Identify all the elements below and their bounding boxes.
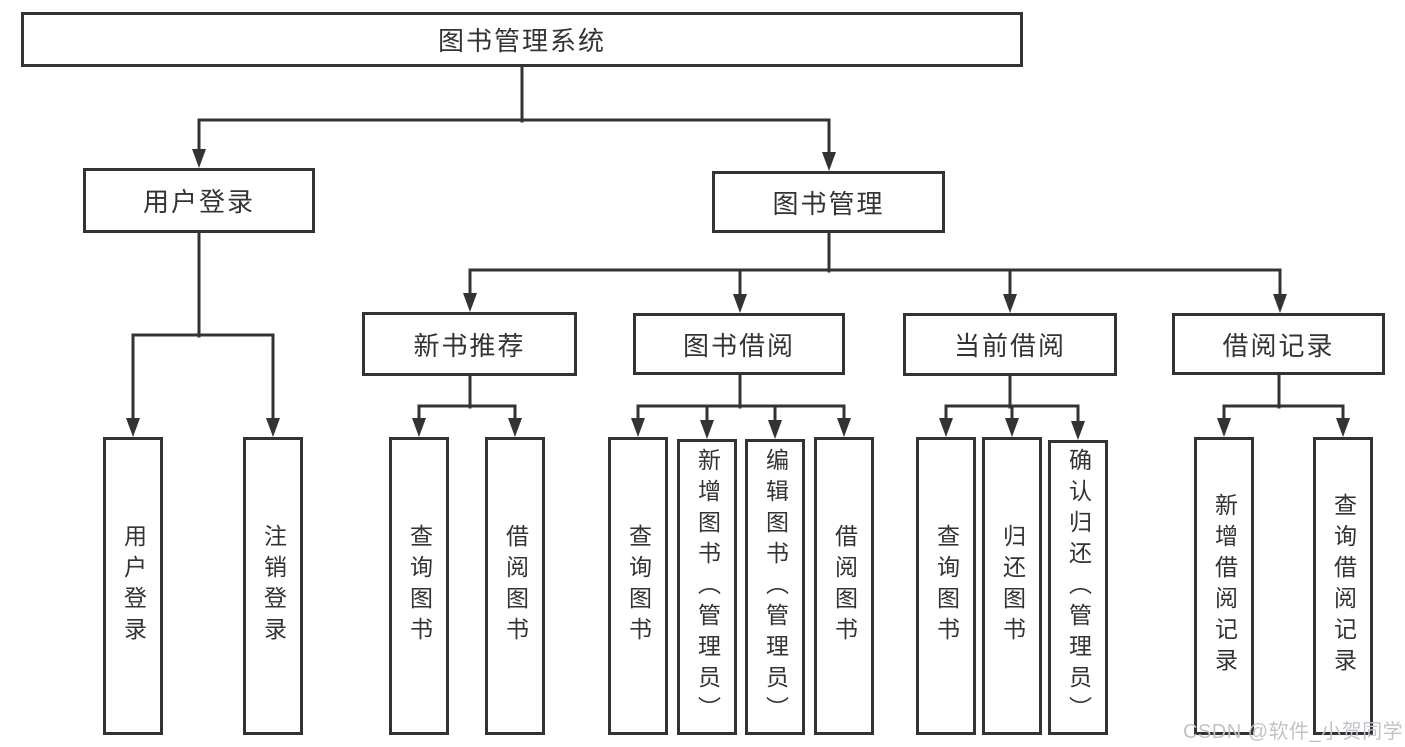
leaf-query-borrow-record: 查询借阅记录: [1313, 437, 1373, 735]
leaf-add-borrow-record: 新增借阅记录: [1194, 437, 1254, 735]
leaf-user-login: 用户登录: [103, 437, 163, 735]
leaf-edit-books-admin: 编辑图书（管理员）: [745, 439, 805, 735]
leaf-query-books-borrow: 查询图书: [608, 437, 668, 735]
node-book-management: 图书管理: [712, 171, 945, 233]
leaf-query-books-recommend: 查询图书: [389, 437, 449, 735]
node-borrowing-records: 借阅记录: [1172, 313, 1385, 375]
node-book-borrowing: 图书借阅: [633, 313, 845, 375]
node-current-borrowing: 当前借阅: [903, 313, 1117, 376]
leaf-confirm-return-admin: 确认归还（管理员）: [1048, 440, 1108, 735]
leaf-borrow-books: 借阅图书: [814, 437, 874, 735]
node-user-login: 用户登录: [83, 168, 315, 233]
node-root: 图书管理系统: [21, 12, 1023, 67]
node-new-book-recommendation: 新书推荐: [362, 312, 577, 376]
leaf-borrow-books-recommend: 借阅图书: [485, 437, 545, 735]
leaf-add-books-admin: 新增图书（管理员）: [677, 439, 737, 735]
leaf-logout: 注销登录: [243, 437, 303, 735]
leaf-return-books: 归还图书: [982, 437, 1042, 735]
leaf-query-books-current: 查询图书: [916, 437, 976, 735]
watermark: CSDN @软件_小贺同学: [1183, 721, 1404, 743]
